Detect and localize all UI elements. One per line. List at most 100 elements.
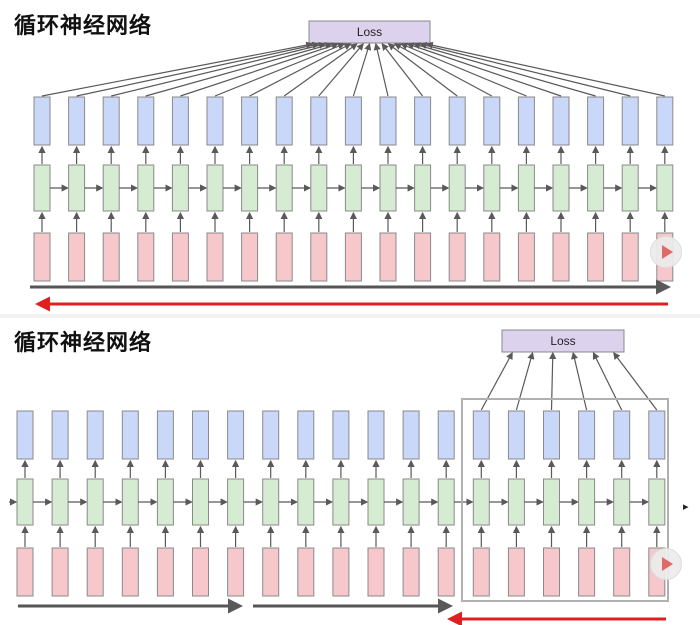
input-cell [344,232,362,282]
loss-label: Loss [357,25,382,39]
hidden-cell [206,164,224,212]
output-cell [648,410,666,460]
output-to-loss-arrow [249,43,352,97]
input-cell [102,232,120,282]
input-cell [414,232,432,282]
output-to-loss-arrow [381,43,424,97]
output-cell [517,96,535,146]
output-cell [578,410,596,460]
input-cell [310,232,328,282]
output-cell [552,96,570,146]
output-to-loss-arrow [613,352,658,411]
output-cell [448,96,466,146]
output-to-loss-arrow [406,42,562,97]
hidden-cell [241,164,259,212]
hidden-cell [332,478,350,526]
output-cell [86,410,104,460]
output-cell [414,96,432,146]
input-cell [578,547,596,597]
input-cell [437,547,455,597]
input-cell [621,232,639,282]
output-cell [156,410,174,460]
input-cell [517,232,535,282]
output-to-loss-arrow [419,41,631,97]
input-cell [51,547,69,597]
input-cell [16,547,34,597]
input-cell [297,547,315,597]
output-cell [16,410,34,460]
play-icon[interactable] [650,548,682,580]
slide-title-top: 循环神经网络 [14,14,153,39]
input-cell [402,547,420,597]
slide-divider [0,314,700,318]
input-cell [507,547,525,597]
input-cell [192,547,209,597]
hidden-cell [192,478,209,526]
input-cell [367,547,385,597]
hidden-cell [448,164,466,212]
output-cell [102,96,120,146]
play-icon[interactable] [650,236,682,268]
hidden-cell [578,478,596,526]
input-cell [171,232,189,282]
hidden-cell [367,478,385,526]
input-cell [86,547,104,597]
input-cell [68,232,86,282]
output-to-loss-arrow [571,351,588,411]
output-cell [587,96,605,146]
hidden-cell [587,164,605,212]
output-cell [227,410,245,460]
output-to-loss-arrow [400,42,527,97]
output-to-loss-arrow [214,42,346,97]
output-cell [379,96,397,146]
output-cell [613,410,631,460]
output-cell [68,96,86,146]
output-to-loss-arrow [387,43,458,97]
output-to-loss-arrow [180,42,339,97]
hidden-cell [121,478,139,526]
hidden-cell [171,164,189,212]
input-cell [472,547,490,597]
output-to-loss-arrow [425,41,665,97]
output-cell [171,96,189,146]
output-cell [344,96,362,146]
hidden-cell [552,164,570,212]
hidden-cell [68,164,86,212]
hidden-cell [16,478,34,526]
output-to-loss-arrow [283,43,358,97]
output-to-loss-arrow [592,351,623,411]
hidden-cell [310,164,328,212]
hidden-cell [517,164,535,212]
output-cell [367,410,385,460]
input-cell [121,547,139,597]
input-cell [448,232,466,282]
output-cell [472,410,490,460]
hidden-cell [437,478,455,526]
hidden-cell [156,478,174,526]
output-cell [332,410,350,460]
input-cell [206,232,224,282]
input-cell [543,547,560,597]
hidden-cell [275,164,293,212]
output-to-loss-arrow [549,351,557,411]
output-cell [437,410,455,460]
output-to-loss-arrow [393,43,493,97]
output-to-loss-arrow [373,42,389,97]
input-cell [275,232,293,282]
loss-label: Loss [550,334,575,348]
output-to-loss-arrow [515,351,535,411]
input-cell [156,547,174,597]
output-to-loss-arrow [412,42,596,97]
truncation-window [461,398,669,602]
input-cell [613,547,631,597]
input-cell [262,547,280,597]
input-cell [137,232,155,282]
output-cell [297,410,315,460]
output-cell [51,410,69,460]
hidden-cell [344,164,362,212]
input-cell [379,232,397,282]
output-to-loss-arrow [352,42,372,97]
output-to-loss-arrow [41,41,314,97]
hidden-cell [414,164,432,212]
